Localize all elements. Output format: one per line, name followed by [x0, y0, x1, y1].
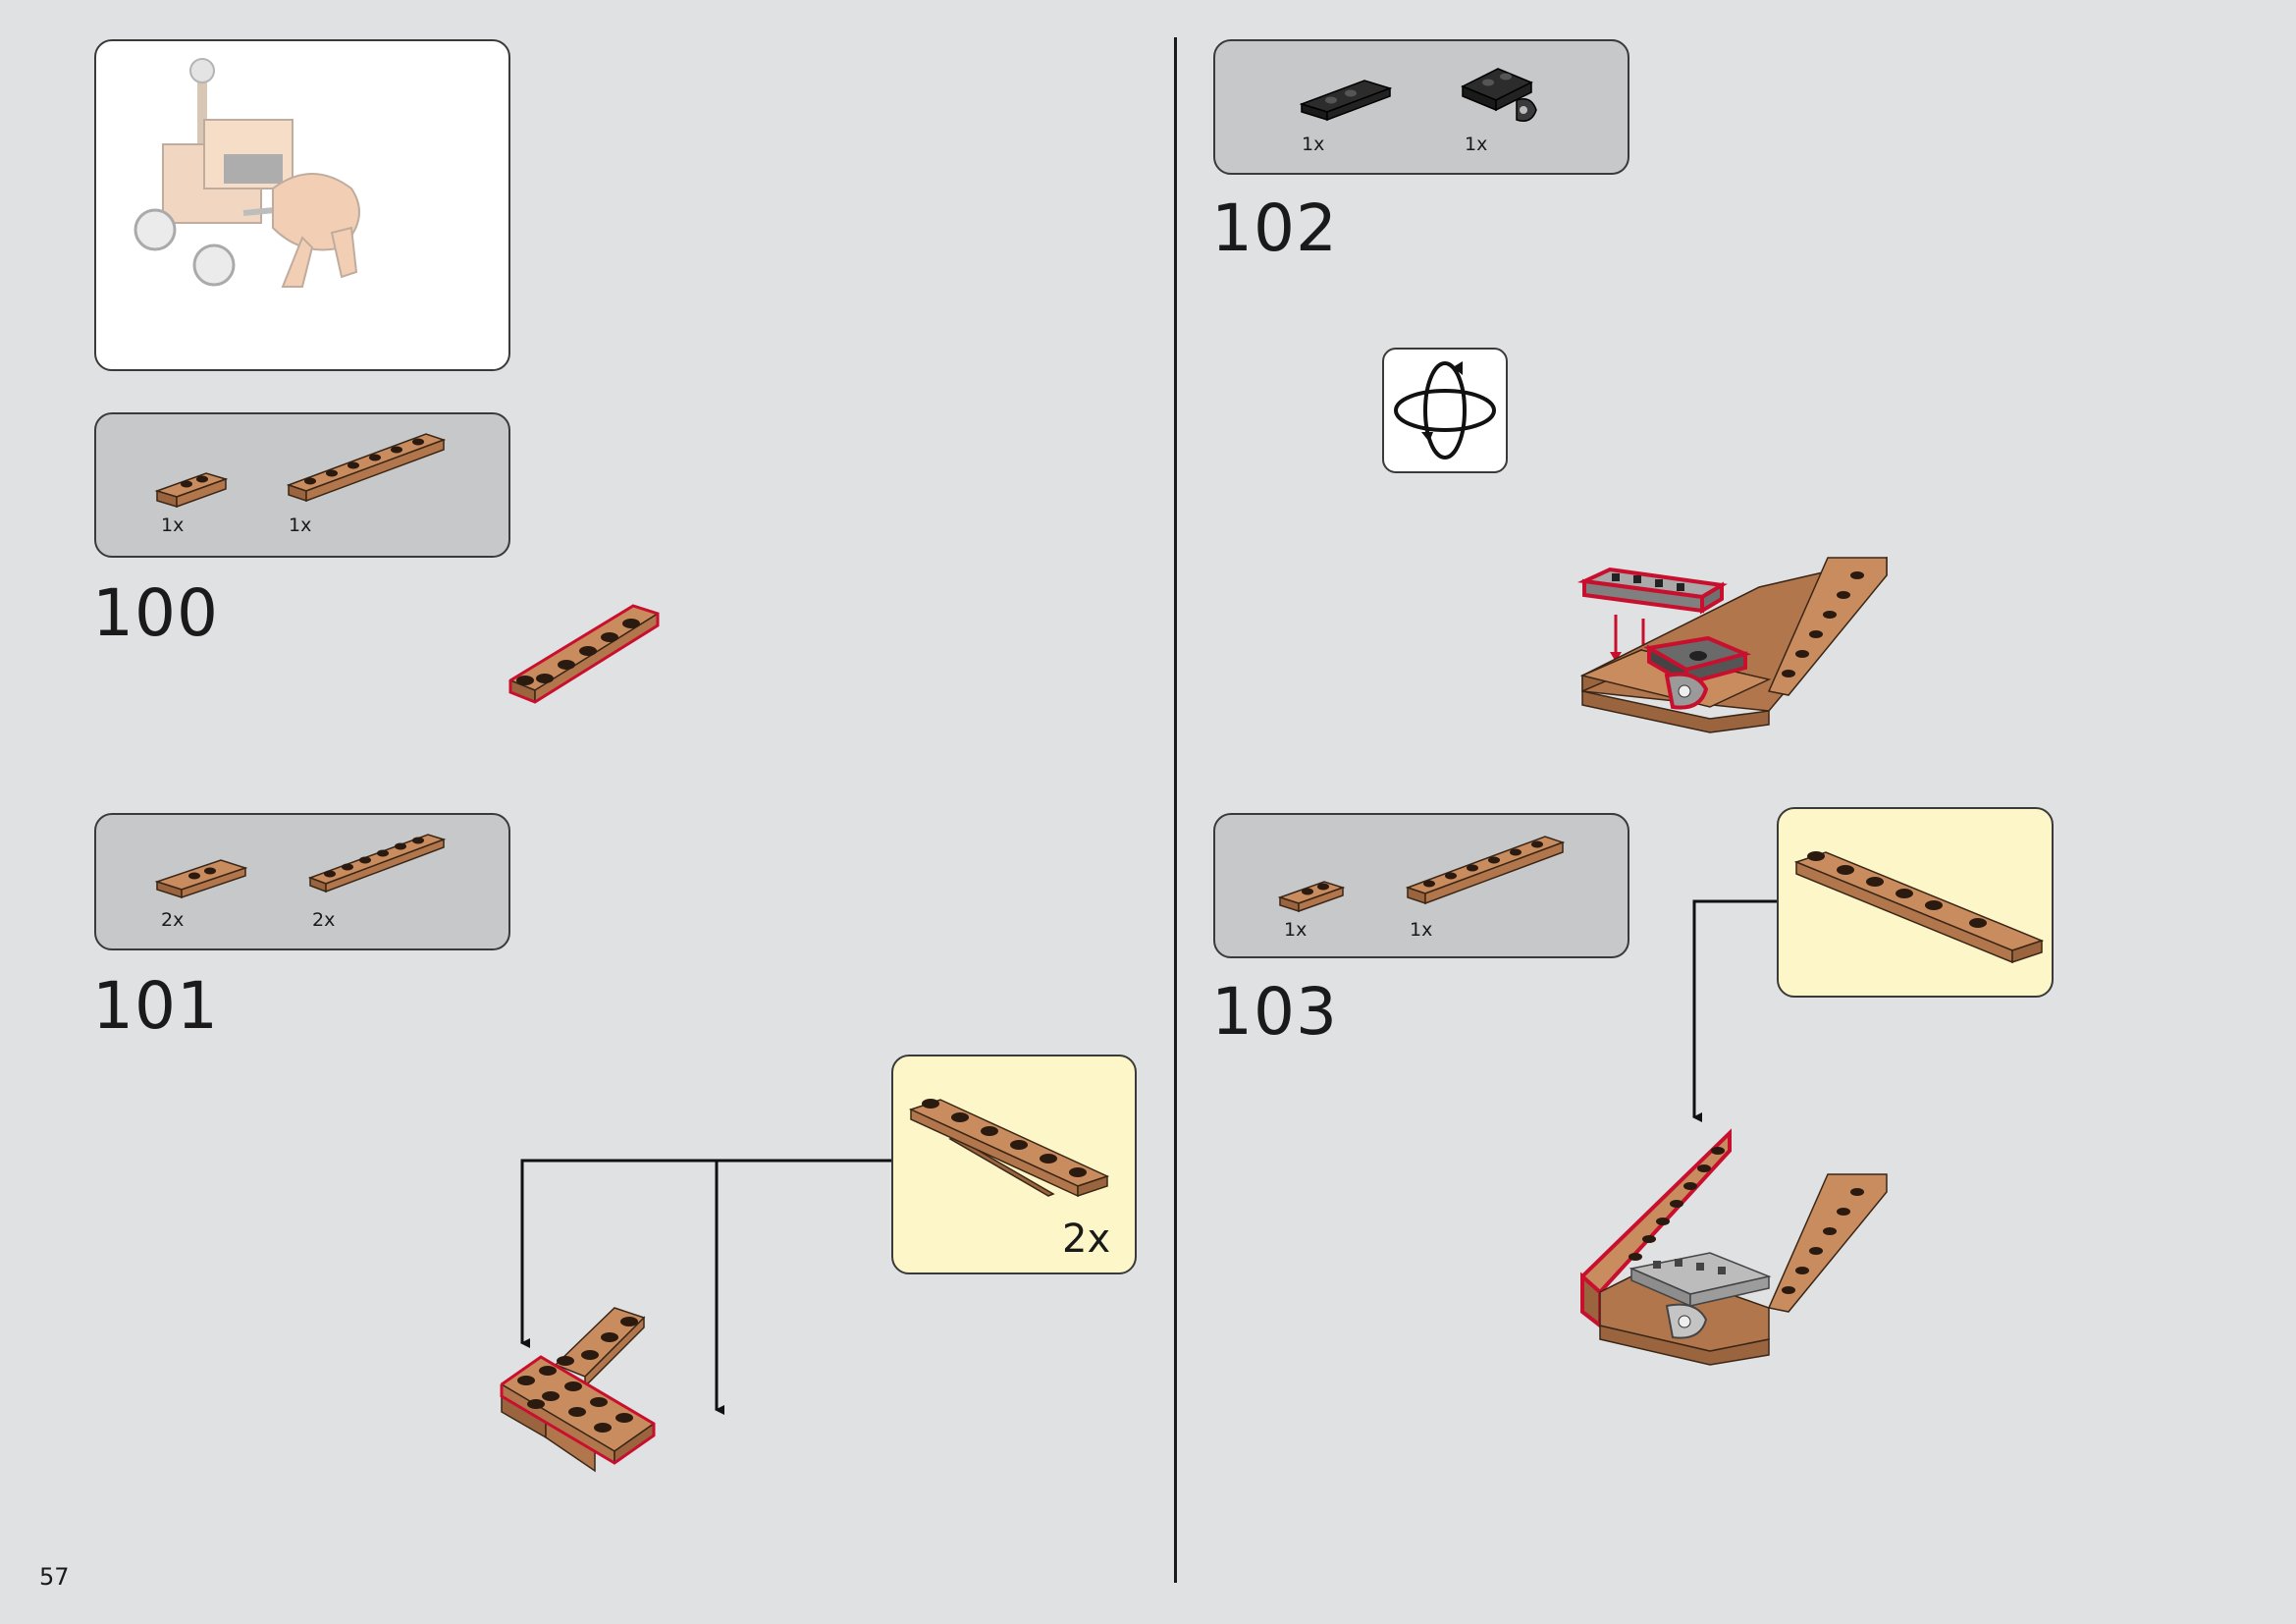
step-100-parts-box: 1x 1x: [94, 412, 510, 558]
step-101-assembly: [500, 1307, 656, 1473]
step-102-assembly: [1576, 557, 1888, 733]
tan-jumper-plate-part: [154, 859, 248, 899]
step-103-subassembly-callout: [1777, 807, 2054, 998]
step-number: 103: [1211, 974, 1338, 1050]
tan-plate-1x6-part: [286, 433, 447, 503]
carriage-preview-image: [133, 58, 360, 288]
page-number: 57: [39, 1563, 70, 1591]
part-quantity: 1x: [1465, 134, 1488, 155]
tan-plate-1x2-part: [154, 472, 229, 509]
model-preview-box: [94, 39, 510, 371]
step-103-parts-box: 1x 1x: [1213, 813, 1629, 958]
black-plate-1x3-part: [1299, 80, 1393, 122]
part-quantity: 1x: [1284, 919, 1308, 941]
step-100-assembly: [507, 604, 660, 704]
part-quantity: 1x: [1410, 919, 1433, 941]
part-quantity: 1x: [161, 514, 185, 536]
page-divider: [1174, 37, 1177, 1583]
step-number: 101: [92, 968, 219, 1044]
step-101-parts-box: 2x 2x: [94, 813, 510, 950]
step-101-subassembly-callout: 2x: [891, 1055, 1137, 1274]
step-number: 100: [92, 575, 219, 651]
step-103-assembly: [1580, 1128, 1888, 1366]
rotate-model-icon-box: [1382, 348, 1508, 473]
callout-quantity: 2x: [1062, 1217, 1111, 1262]
tan-plate-1x6-part: [1405, 836, 1566, 905]
part-quantity: 2x: [161, 909, 185, 931]
part-quantity: 2x: [312, 909, 336, 931]
step-102-parts-box: 1x 1x: [1213, 39, 1629, 175]
rotate-model-icon: [1394, 361, 1496, 460]
subassembly-plate-stack: [908, 1099, 1110, 1198]
part-quantity: 1x: [289, 514, 312, 536]
step-number: 102: [1211, 190, 1338, 266]
tan-plate-1x2-part: [1277, 881, 1346, 913]
tan-plate-1x6-part: [307, 834, 447, 893]
part-quantity: 1x: [1302, 134, 1325, 155]
black-bracket-plate-part: [1461, 68, 1537, 122]
subassembly-plate: [1793, 851, 2045, 964]
